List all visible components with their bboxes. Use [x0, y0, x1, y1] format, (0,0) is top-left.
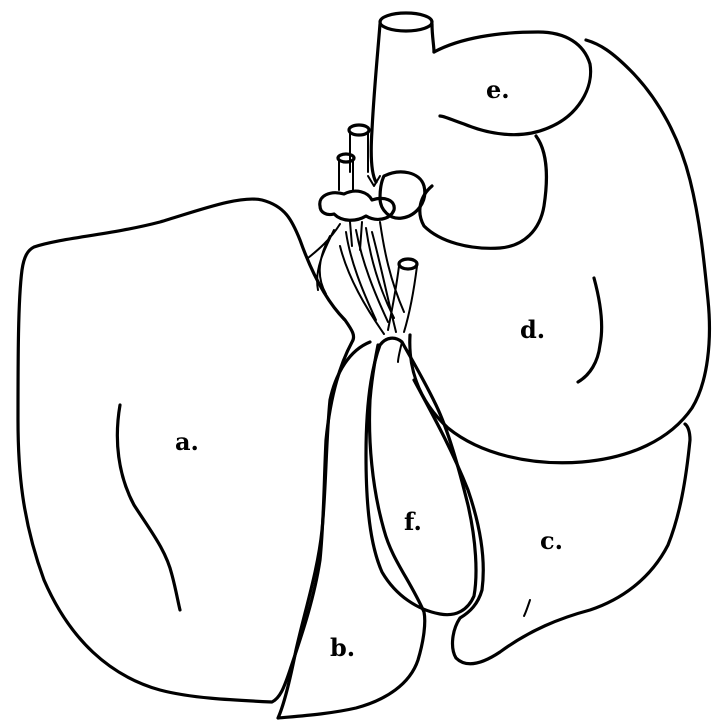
esophagus	[371, 13, 434, 182]
organ-e-lower	[420, 136, 547, 248]
lobe-f-outline	[366, 338, 476, 615]
organ-e	[420, 32, 591, 248]
lobe-c-notch	[524, 600, 530, 616]
label-d: d.	[520, 315, 545, 344]
lobe-a-fissure	[117, 405, 180, 610]
vessel-3-walls	[388, 266, 417, 332]
esophagus-left-wall	[371, 24, 380, 182]
organ-d	[410, 40, 710, 463]
lobe-f	[366, 338, 476, 615]
organ-d-outline	[410, 40, 710, 463]
lobe-c-outline	[414, 380, 690, 664]
vessel-top-2	[338, 154, 354, 162]
duct-bundle	[340, 222, 404, 334]
label-f: f.	[404, 507, 422, 536]
lobe-c	[414, 380, 690, 664]
node-right	[380, 172, 425, 218]
vessel-cluster	[300, 125, 425, 334]
label-b: b.	[330, 633, 355, 662]
organ-e-outline	[434, 32, 591, 135]
esophagus-right-wall	[432, 24, 434, 52]
label-a: a.	[175, 427, 199, 456]
esophagus-opening	[380, 13, 432, 31]
vessel-top-1	[349, 125, 369, 135]
vessel-top-3	[399, 259, 417, 269]
organ-d-fold	[578, 278, 602, 382]
label-e: e.	[486, 75, 510, 104]
lobe-f-tip	[398, 342, 402, 362]
label-c: c.	[540, 526, 563, 555]
